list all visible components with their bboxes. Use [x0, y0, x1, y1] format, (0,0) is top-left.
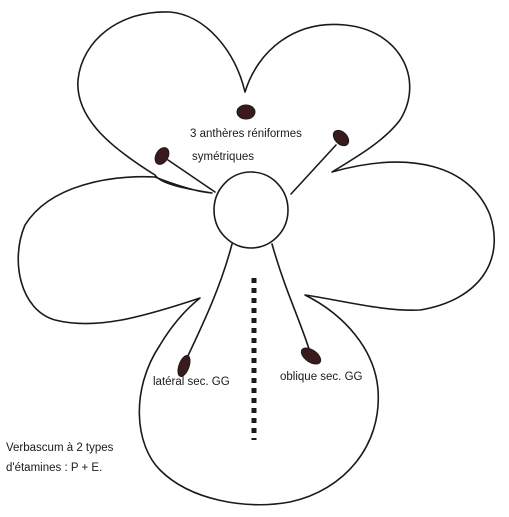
note-line-1: Verbascum à 2 types: [6, 442, 114, 454]
anther-left: [154, 147, 170, 165]
anther-oblique: [300, 347, 322, 365]
label-lateral: latéral sec. GG: [153, 376, 230, 388]
filament-oblique: [271, 243, 311, 353]
filament-lateral: [185, 243, 233, 361]
label-symmetric: symétriques: [192, 151, 254, 163]
center-circle: [213, 171, 289, 249]
filament-left: [167, 159, 216, 193]
label-oblique: oblique sec. GG: [280, 371, 363, 383]
filament-right: [290, 144, 337, 195]
label-three-anthers: 3 anthères réniformes: [190, 128, 302, 140]
anther-lateral: [177, 355, 191, 377]
petal-outline: [17, 11, 495, 506]
note-line-2: d'étamines : P + E.: [6, 462, 103, 474]
anther-right: [332, 129, 350, 147]
anther-top: [236, 104, 256, 120]
